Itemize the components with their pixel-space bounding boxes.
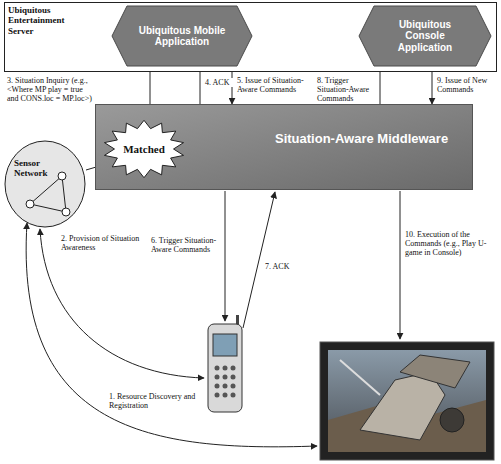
- edge-label: 4. ACK: [204, 78, 234, 87]
- command-lines: [225, 191, 400, 339]
- edge-label: 9. Issue of New Commands: [436, 76, 494, 94]
- edge-label: 5. Issue of Situation-Aware Commands: [236, 76, 314, 94]
- game-console-screen: [320, 342, 494, 460]
- mobile-phone: [208, 315, 242, 412]
- step-label: 1. Resource Discovery and Registration: [108, 392, 202, 410]
- node-text: Sensor Network: [14, 158, 56, 179]
- step-label: 7. ACK: [264, 262, 296, 271]
- node-text: Matched: [123, 143, 165, 156]
- node-text: Ubiquitous Entertainment Server: [8, 5, 82, 36]
- server-box: Ubiquitous Entertainment ServerUbiquitou…: [4, 2, 497, 72]
- sensor-network-graph: [5, 141, 85, 227]
- sensor-network-circle-outline: [4, 140, 86, 228]
- edge-label: 2. Provision of Situation Awareness: [60, 234, 146, 252]
- application-hexagon: Ubiquitous Console Application: [359, 6, 491, 66]
- middleware-box: Situation-Aware MiddlewareMatched: [95, 104, 473, 190]
- edge-label: 8. Trigger Situation-Aware Commands: [316, 76, 378, 104]
- node-text: Situation-Aware Middleware: [275, 132, 465, 147]
- step-label: 6. Trigger Situation-Aware Commands: [150, 236, 222, 254]
- sensor-network-circle: Sensor Network: [4, 140, 86, 228]
- node-text: Ubiquitous Console Application: [381, 19, 469, 54]
- match-starburst: Matched: [103, 120, 185, 178]
- resource-discovery-lines: [26, 223, 317, 447]
- step-label: 10. Execution of the Commands (e.g., Pla…: [404, 230, 494, 258]
- application-hexagon: Ubiquitous Mobile Application: [112, 6, 252, 66]
- node-text: Ubiquitous Mobile Application: [134, 25, 230, 48]
- edge-label: 3. Situation Inquiry (e.g., <Where MP pl…: [6, 76, 94, 104]
